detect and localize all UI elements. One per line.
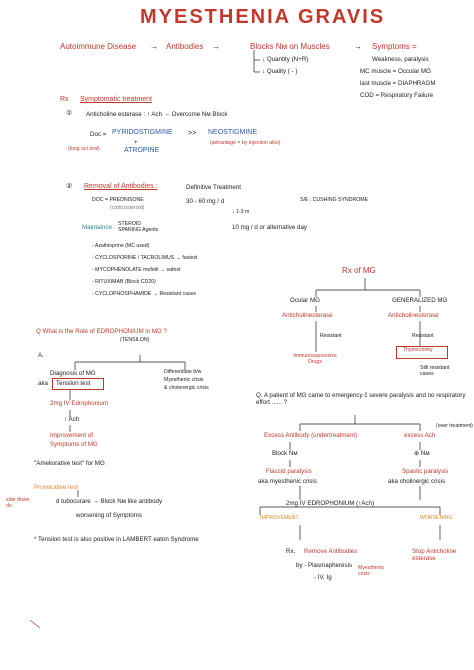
- improvement-label: IMPROVEMENT: [260, 515, 299, 521]
- answer-a: A.: [38, 352, 44, 359]
- flaccid: Flaccid paralysis: [266, 468, 312, 475]
- differentiate: Differentiate b/w: [164, 369, 202, 375]
- atropine: ATROPINE: [124, 147, 160, 154]
- drug-item: - CYCLOSPORINE / TACROLIMUS → fastest: [92, 255, 198, 261]
- aka: aka: [38, 380, 48, 387]
- tensilon-label: (TENSILON): [120, 337, 150, 343]
- resistant: Resistant: [320, 333, 342, 339]
- immunosuppressive: Immunosupressive Drugs: [293, 353, 337, 365]
- tensilon-box: [52, 378, 104, 390]
- plus: +: [134, 139, 138, 146]
- gtgt: >>: [188, 130, 197, 137]
- drug-item: - RITUXIMAB (Block CD20): [92, 279, 156, 285]
- neostigmine: NEOSTIGMINE: [208, 129, 258, 136]
- thymectomy-box: [396, 346, 448, 359]
- edro-dose: 2mg IV Edrophonium: [50, 400, 109, 407]
- doc-label: Doc =: [90, 131, 107, 138]
- cholinergic: aka cholinergic crisis: [388, 478, 446, 485]
- drug-item: - CYCLOPHOSPHAMIDE → Resistant cases: [92, 291, 197, 297]
- thymectomy: Thymectomy: [403, 347, 433, 353]
- anticholinesterase: Anticholinesterase: [388, 312, 439, 319]
- advantage-note: (advantage = by injection also): [210, 140, 281, 146]
- long-acting-note: (long act oral): [68, 146, 100, 152]
- ocular-mg: Ocular MG: [290, 297, 320, 304]
- rx-head: Symptomatic treatment: [80, 96, 152, 103]
- rx-mg-title: Rx of MG: [342, 266, 376, 275]
- doc-prednisone: DOC = PREDNISONE: [92, 197, 144, 203]
- anticholinesterase: Anticholinesterase: [282, 312, 333, 319]
- still-resistant: Still resistant cases: [420, 365, 450, 377]
- arrow-icon: →: [212, 42, 220, 51]
- overtreatment: (over treatment): [436, 423, 473, 429]
- remove-antibodies: Remove Antibodies: [304, 548, 358, 555]
- spastic: Spastic paralysis: [402, 468, 449, 475]
- symptom-item: COD = Respiratory Failure: [360, 92, 434, 99]
- quality-label: ↓ Quality ( - ): [262, 68, 298, 75]
- lambert-note: * Tensilon test is also positive in LAMB…: [34, 536, 199, 543]
- antibodies-label: Antibodies: [166, 42, 204, 51]
- step-num: ②: [66, 183, 73, 190]
- arrow-icon: →: [150, 42, 158, 51]
- crisis-dose: 2mg IV EDROPHONIUM (↑Ach): [286, 500, 375, 507]
- dose2: 10 mg / d or alternative day: [232, 224, 307, 231]
- drug-item: - MYCOPHENOLATE mofetil → safest: [92, 267, 181, 273]
- generalized-mg: GENERALIZED MG: [392, 297, 448, 304]
- maintain-label: Maintaince :: [82, 224, 116, 231]
- myes-crisis: Myesthenic crisis: [358, 565, 385, 577]
- improvement: Improvement of: [50, 432, 93, 439]
- blocks-label: Blocks Nм on Muscles: [250, 42, 330, 51]
- worsening-label: WORSENING: [420, 515, 453, 521]
- definitive: Definitive Treatment: [186, 184, 242, 191]
- ach-up: ↑ Ach: [64, 416, 80, 423]
- rx-label: Rx.: [286, 548, 296, 555]
- myesthenic: aka myesthenic crisis: [258, 478, 317, 485]
- cholenergic-crisis: & cholenergic crisis: [164, 385, 209, 391]
- worsening: worsening of Symptoms: [76, 512, 143, 519]
- ach-nm: ⊕ Nм: [414, 450, 430, 457]
- symptom-item: Weakness, paralysis: [372, 56, 429, 63]
- autoimmune-label: Autoimmune Disease: [60, 42, 137, 51]
- symptoms-head: Symptoms =: [372, 42, 417, 51]
- excess-antibody: Excess Antibody (undertreatment): [264, 432, 358, 439]
- tensilon-test: Tensilon test: [56, 380, 91, 387]
- side-note: side down do: [6, 497, 30, 509]
- dose-down: ↓ 1-3 m: [232, 209, 250, 215]
- side-effect: S/E : CUSHING SYNDROME: [300, 197, 369, 203]
- block-nm: Block Nм: [272, 450, 298, 457]
- stop-anticholine: Stop Anticholine esterase: [412, 548, 457, 563]
- page-title: MYESTHENIA GRAVIS: [140, 6, 386, 28]
- rx-label: Rx: [60, 96, 69, 103]
- steroid-sparing: STEROID SPARING Agents: [118, 221, 159, 233]
- pyridostigmine: PYRIDOSTIGMINE: [112, 129, 173, 136]
- dtubocurare: d tubocurare → Block Nм like antibody: [56, 498, 163, 505]
- arrow-icon: →: [354, 42, 362, 51]
- provocative: Provocative test: [34, 484, 79, 491]
- ameliorative: "Ameliorative test" for MG: [34, 460, 105, 467]
- symptom-item: last muscle = DIAPHRAGM: [360, 80, 436, 87]
- edro-question: Q What is the Role of EDROPHONIUM in MG …: [36, 328, 168, 335]
- symptom-item: MC muscle = Occular MG: [360, 68, 431, 75]
- step-num: ①: [66, 110, 73, 117]
- myesthenic-crisis: Myesthenic crisis: [164, 377, 204, 383]
- drug-item: - Azathioprine (MC used): [92, 243, 150, 249]
- diag-mg: Diagnosis of MG: [50, 370, 96, 377]
- step1-text: Anticholine esterase : ↑ Ach → Overcome …: [86, 111, 228, 118]
- step2-text: Removal of Antibodies :: [84, 183, 158, 190]
- crisis-question: Q. A patient of MG came to emergency c̄ …: [256, 392, 466, 407]
- excess-ach: excess Ach: [404, 432, 436, 439]
- quantity-label: ↓ Quantity (N+R): [262, 56, 309, 63]
- dose1: 30 - 60 mg / d: [186, 198, 225, 205]
- ivig: - IV. Ig: [314, 574, 332, 581]
- resistant: Resistant: [412, 333, 434, 339]
- corticosteroid: (corticosteroid): [110, 205, 145, 211]
- plasmapheresis: by - Plasmapheresis: [296, 562, 353, 569]
- improvement-2: Symptoms of MG: [50, 441, 98, 448]
